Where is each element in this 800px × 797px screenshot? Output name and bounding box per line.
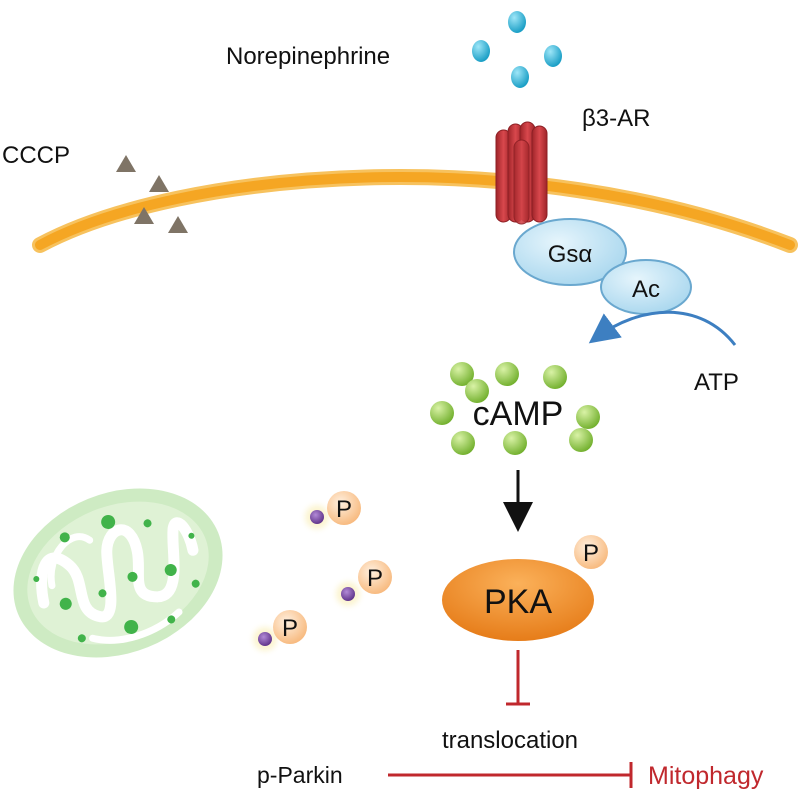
gs-alpha-node: [513, 218, 627, 286]
cccp-label: CCCP: [2, 142, 70, 169]
droplet-icon: [508, 11, 526, 33]
pka-label: PKA: [484, 583, 552, 621]
parkin-dot: [341, 587, 355, 601]
norepinephrine-molecules: [472, 11, 562, 88]
parkin-dot: [258, 632, 272, 646]
phospho-circle: [358, 560, 392, 594]
sphere-icon: [569, 428, 593, 452]
pka-phospho-circle: [574, 535, 608, 569]
p-parkin-label: p-Parkin: [257, 762, 343, 788]
phospho-parkin-particle: P: [336, 560, 392, 606]
beta3-ar-receptor: [495, 121, 548, 225]
norepinephrine-label: Norepinephrine: [226, 43, 390, 70]
phospho-label: P: [336, 496, 352, 523]
sphere-icon: [451, 431, 475, 455]
mito-dot: [188, 532, 195, 539]
sphere-icon: [450, 362, 474, 386]
mito-dot: [143, 519, 152, 528]
phospho-circle: [327, 491, 361, 525]
mito-dot: [98, 589, 107, 598]
triangle-icon: [134, 207, 154, 224]
mito-dot: [101, 514, 116, 529]
pka-node: [442, 559, 594, 641]
phospho-parkin-particle: P: [305, 491, 361, 529]
sphere-icon: [503, 431, 527, 455]
camp-molecules: [430, 362, 600, 455]
ac-label: Ac: [632, 276, 660, 303]
translocation-label: translocation: [442, 727, 578, 754]
phospho-label: P: [282, 615, 298, 642]
mito-dot: [33, 576, 40, 583]
gs-alpha-label: Gsα: [548, 241, 593, 268]
triangle-icon: [149, 175, 169, 192]
atp-conversion-arrow: [588, 310, 737, 346]
receptor-label: β3-AR: [582, 105, 650, 132]
droplet-icon: [472, 40, 490, 62]
phospho-parkin-particle: P: [253, 610, 307, 651]
mito-dot: [124, 619, 139, 634]
mito-dot: [59, 532, 70, 543]
mitophagy-label: Mitophagy: [648, 762, 764, 790]
mito-dot: [191, 579, 200, 588]
mito-dot: [167, 615, 176, 624]
mito-dot: [127, 571, 138, 582]
sphere-icon: [430, 401, 454, 425]
triangle-icon: [116, 155, 136, 172]
atp-label: ATP: [694, 369, 739, 396]
sphere-icon: [576, 405, 600, 429]
droplet-icon: [544, 45, 562, 67]
sphere-icon: [495, 362, 519, 386]
parkin-dot: [310, 510, 324, 524]
droplet-icon: [511, 66, 529, 88]
camp-label: cAMP: [473, 395, 564, 433]
pka-phospho-label: P: [583, 540, 599, 567]
phospho-label: P: [367, 565, 383, 592]
mitochondrion-icon: [13, 488, 223, 658]
phospho-circle: [273, 610, 307, 644]
mito-dot: [77, 634, 86, 643]
sphere-icon: [465, 379, 489, 403]
mito-dot: [59, 597, 72, 610]
cccp-molecules: [116, 155, 188, 233]
triangle-icon: [168, 216, 188, 233]
mito-dot: [164, 564, 177, 577]
sphere-icon: [543, 365, 567, 389]
cell-membrane-core: [35, 172, 795, 250]
